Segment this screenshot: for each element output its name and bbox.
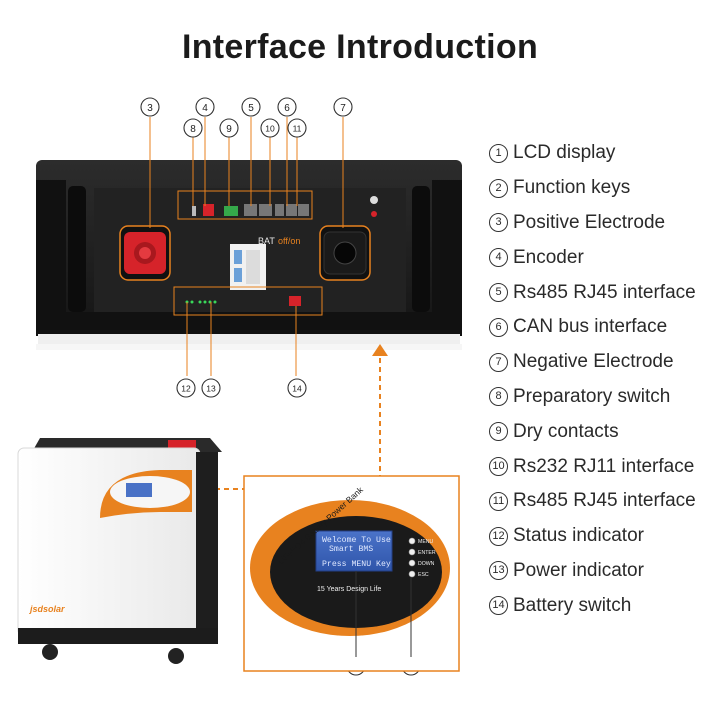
- callout-4-label: 4: [202, 103, 208, 114]
- legend-number: 10: [489, 457, 508, 477]
- menu-key: [408, 537, 416, 545]
- key-label-menu: MENU: [418, 539, 434, 545]
- callout-5-label: 5: [248, 103, 254, 114]
- legend-number: 8: [489, 387, 508, 407]
- legend-label: Function keys: [513, 177, 631, 199]
- legend-number: 11: [489, 491, 508, 511]
- callout-9: [219, 118, 239, 138]
- callout-3: [140, 97, 160, 117]
- legend-label: Power indicator: [513, 559, 644, 581]
- callout-6-label: 6: [284, 103, 290, 114]
- legend-number: 5: [489, 283, 508, 303]
- legend-label: Negative Electrode: [513, 351, 674, 373]
- callout-11: [287, 118, 307, 138]
- positive-terminal: [119, 225, 171, 281]
- bms-closeup: [243, 475, 460, 672]
- legend-number: 9: [489, 422, 508, 442]
- callout-7: [333, 97, 353, 117]
- callout-13-label: 13: [206, 384, 216, 394]
- legend-number: 13: [489, 561, 508, 581]
- callout-6: [277, 97, 297, 117]
- legend-label: Preparatory switch: [513, 385, 671, 407]
- legend-number: 1: [489, 143, 508, 163]
- callout-13: [201, 378, 221, 398]
- legend-label: Dry contacts: [513, 420, 619, 442]
- negative-terminal: [319, 225, 371, 281]
- callout-11-label: 11: [293, 124, 302, 134]
- legend-number: 7: [489, 352, 508, 372]
- lcd-line-1: Welcome To Use: [322, 535, 391, 545]
- bat-label: BAT: [258, 236, 275, 246]
- lcd-display: [315, 530, 393, 572]
- callout-12: [176, 378, 196, 398]
- legend-label: Rs485 RJ45 interface: [513, 281, 696, 303]
- legend-label: Rs232 RJ11 interface: [513, 455, 695, 477]
- enter-key: [408, 548, 416, 556]
- legend-number: 12: [489, 526, 508, 546]
- callout-14: [287, 378, 307, 398]
- callout-14-label: 14: [292, 384, 302, 394]
- legend-label: Positive Electrode: [513, 211, 666, 233]
- callout-8-label: 8: [190, 124, 196, 135]
- legend-label: Rs485 RJ45 interface: [513, 490, 696, 512]
- legend-number: 4: [489, 248, 508, 268]
- callout-lines: [149, 117, 344, 376]
- callout-10: [260, 118, 280, 138]
- legend-number: 2: [489, 178, 508, 198]
- legend-number: 3: [489, 213, 508, 233]
- legend-number: 6: [489, 317, 508, 337]
- callout-10-label: 10: [265, 124, 275, 134]
- legend-label: Battery switch: [513, 594, 632, 616]
- lcd-line-2: Smart BMS: [329, 545, 373, 554]
- down-key: [408, 559, 416, 567]
- callout-5: [241, 97, 261, 117]
- callout-8: [183, 118, 203, 138]
- page-title: Interface Introduction: [181, 28, 539, 66]
- legend-label: Encoder: [513, 246, 584, 268]
- battery-cabinet: [17, 438, 222, 664]
- brand-logo: jsdsolar: [29, 604, 65, 614]
- legend-number: 14: [489, 596, 508, 616]
- callout-7-label: 7: [340, 103, 346, 114]
- lcd-line-3: Press MENU Key: [322, 560, 391, 569]
- key-label-enter: ENTER: [418, 550, 436, 556]
- callout-12-label: 12: [181, 384, 191, 394]
- callout-3-label: 3: [147, 103, 153, 114]
- legend-label: LCD display: [513, 142, 616, 164]
- legend-label: CAN bus interface: [513, 316, 668, 338]
- callout-4: [195, 97, 215, 117]
- key-label-esc: ESC: [418, 572, 429, 578]
- legend-label: Status indicator: [513, 525, 644, 547]
- bms-tagline: 15 Years Design Life: [317, 586, 381, 593]
- switch-label: off/on: [278, 236, 300, 246]
- esc-key: [408, 570, 416, 578]
- callout-9-label: 9: [226, 124, 232, 135]
- battery-top-panel: [36, 160, 462, 350]
- arrow-head-icon: [372, 344, 388, 356]
- key-label-down: DOWN: [418, 561, 435, 567]
